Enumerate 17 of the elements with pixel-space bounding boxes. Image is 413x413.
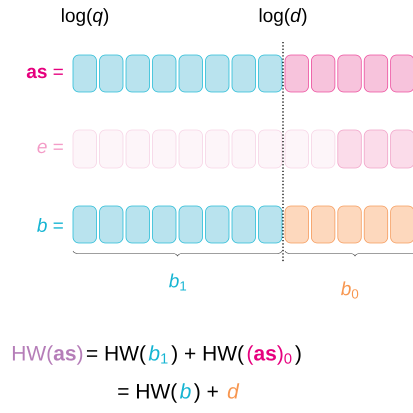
brace-label: b$_{0}$ [341,281,358,299]
row-label: b = [37,218,63,232]
axis-label: log(d) [260,8,306,26]
brace-label: b$_{1}$ [169,274,186,290]
equation-part: b$_{1}$ [148,345,168,364]
equation-part: = HW( [118,383,178,403]
row-label: as = [26,68,63,78]
equation-part: = HW( [86,345,146,365]
equation-part: (as)$_{0}$ [248,345,292,365]
equation-part: d [228,383,240,399]
equation-part: ) [295,345,301,365]
equation-part: b [180,383,191,399]
axis-label: log(q) [62,8,108,26]
equation-part: ) + HW( [171,345,244,365]
row-label: e = [38,142,63,154]
equation-part: HW(as) [12,345,82,365]
equation-part: ) + [194,383,218,403]
